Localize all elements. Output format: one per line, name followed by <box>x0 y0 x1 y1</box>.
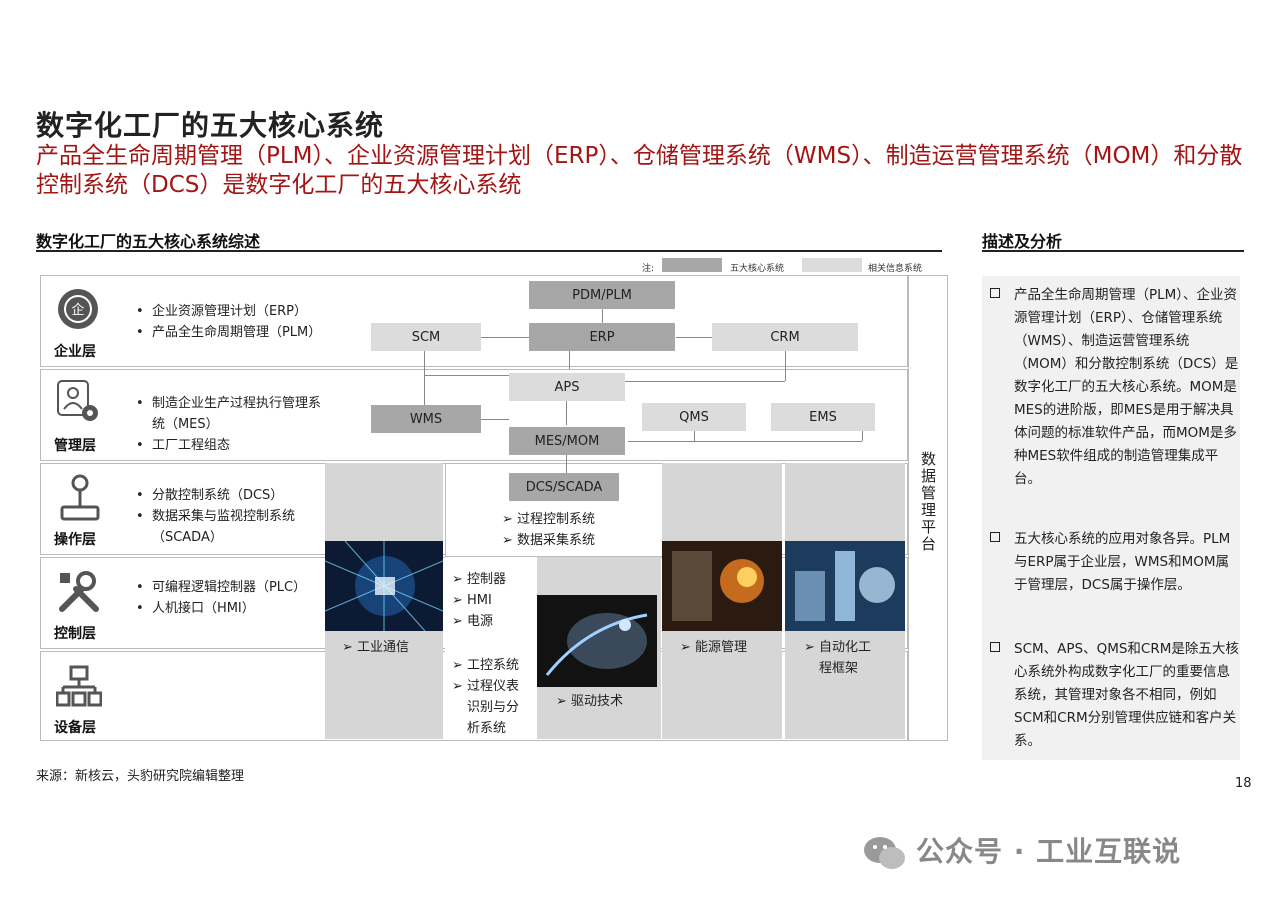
list-item: ➢ 过程控制系统 <box>502 512 596 527</box>
bullet-item: • 工厂工程组态 <box>136 438 230 453</box>
bullet-item: • 产品全生命周期管理（PLM） <box>136 325 322 340</box>
device-items: ➢ 工控系统 ➢ 过程仪表识别与分析系统 <box>452 655 538 739</box>
box-aps: APS <box>509 373 625 401</box>
box-erp: ERP <box>529 323 675 351</box>
wechat-icon <box>864 837 905 869</box>
connector-erp-aps <box>569 351 570 369</box>
legend-core-swatch <box>662 258 722 272</box>
energy-label: ➢ 能源管理 <box>680 640 748 655</box>
control-items: ➢ 控制器 ➢ HMI ➢ 电源 <box>452 569 538 632</box>
automation-photo <box>785 541 905 631</box>
layer-control-items: • 可编程逻辑控制器（PLC） • 人机接口（HMI） <box>136 577 326 619</box>
page-number: 18 <box>1235 776 1252 791</box>
industrial-comm-photo <box>325 541 443 631</box>
analysis-panel: 产品全生命周期管理（PLM）、企业资源管理计划（ERP）、仓储管理系统（WMS）… <box>982 276 1240 760</box>
drive-tech-label: ➢ 驱动技术 <box>556 694 624 709</box>
analysis-paragraph: 五大核心系统的应用对象各异。PLM与ERP属于企业层，WMS和MOM属于管理层，… <box>990 528 1236 593</box>
box-ems: EMS <box>771 403 875 431</box>
layer-management-items: • 制造企业生产过程执行管理系统（MES） • 工厂工程组态 <box>136 393 346 456</box>
legend-core-label: 五大核心系统 <box>730 264 785 274</box>
bullet-item: • 人机接口（HMI） <box>136 601 255 616</box>
bullet-item: • 分散控制系统（DCS） <box>136 488 284 503</box>
architecture-diagram: 注: 五大核心系统 相关信息系统 数据管理平台 <box>40 255 950 745</box>
legend-related-swatch <box>802 258 862 272</box>
connector-ems <box>862 429 863 441</box>
layer-name-device: 设备层 <box>54 720 96 736</box>
svg-text:企: 企 <box>71 302 84 318</box>
page-subtitle: 产品全生命周期管理（PLM）、企业资源管理计划（ERP）、仓储管理系统（WMS）… <box>36 143 1243 198</box>
tools-icon <box>59 571 99 612</box>
left-section-title: 数字化工厂的五大核心系统综述 <box>36 232 261 251</box>
analysis-paragraph: SCM、APS、QMS和CRM是除五大核心系统外构成数字化工厂的重要信息系统，其… <box>990 638 1239 749</box>
list-item: ➢ 过程仪表识别与分析系统 <box>452 679 520 736</box>
list-item: ➢ 工控系统 <box>452 658 520 673</box>
data-platform-bar <box>908 275 948 741</box>
right-section-rule <box>982 250 1244 252</box>
checkbox-square-icon <box>990 288 1000 298</box>
data-platform-label: 数据管理平台 <box>919 451 937 553</box>
connector-scm-erp <box>481 337 529 338</box>
industrial-comm-label: ➢ 工业通信 <box>342 640 410 655</box>
list-item: ➢ HMI <box>452 593 492 608</box>
list-item: ➢ 控制器 <box>452 572 507 587</box>
layer-name-control: 控制层 <box>54 626 96 642</box>
bullet-item: • 可编程逻辑控制器（PLC） <box>136 580 307 595</box>
connector-aps-mes <box>566 399 567 425</box>
box-scm: SCM <box>371 323 481 351</box>
connector-qms <box>694 429 695 441</box>
connector-erp-crm <box>676 337 712 338</box>
connector-crm-down <box>785 351 786 381</box>
layer-operation-items: • 分散控制系统（DCS） • 数据采集与监视控制系统（SCADA） <box>136 485 326 548</box>
network-icon <box>56 665 102 707</box>
box-qms: QMS <box>642 403 746 431</box>
connector-aps-crm <box>625 381 785 382</box>
checkbox-square-icon <box>990 532 1000 542</box>
list-item: ➢ 数据采集系统 <box>502 533 596 548</box>
page-title: 数字化工厂的五大核心系统 <box>36 109 385 142</box>
list-item: ➢ 电源 <box>452 614 494 629</box>
bullet-item: • 数据采集与监视控制系统（SCADA） <box>136 509 295 545</box>
source-note: 来源：新核云，头豹研究院编辑整理 <box>36 769 245 784</box>
box-wms: WMS <box>371 405 481 433</box>
layer-name-enterprise: 企业层 <box>54 344 96 360</box>
box-mes-mom: MES/MOM <box>509 427 625 455</box>
enterprise-icon: 企 <box>58 289 98 329</box>
legend-note: 注: <box>642 264 655 274</box>
layer-enterprise-items: • 企业资源管理计划（ERP） • 产品全生命周期管理（PLM） <box>136 301 336 343</box>
bullet-item: • 企业资源管理计划（ERP） <box>136 304 308 319</box>
connector-pdm-erp <box>602 309 603 325</box>
box-crm: CRM <box>712 323 858 351</box>
watermark-text: 公众号 · 工业互联说 <box>916 835 1182 868</box>
connector-scm-wms <box>424 351 425 405</box>
joystick-icon <box>60 474 100 521</box>
layer-enterprise <box>40 275 908 367</box>
dcs-items: ➢ 过程控制系统 ➢ 数据采集系统 <box>502 509 652 551</box>
drive-tech-photo <box>537 595 657 687</box>
right-section-title: 描述及分析 <box>982 232 1063 251</box>
checkbox-square-icon <box>990 642 1000 652</box>
analysis-paragraph: 产品全生命周期管理（PLM）、企业资源管理计划（ERP）、仓储管理系统（WMS）… <box>990 284 1238 487</box>
bullet-item: • 制造企业生产过程执行管理系统（MES） <box>136 396 321 432</box>
connector-mes-dcs <box>566 455 567 473</box>
connector-wms-mes <box>481 419 509 420</box>
connector-scm-aps <box>424 375 509 376</box>
legend-related-label: 相关信息系统 <box>868 264 923 274</box>
box-pdm-plm: PDM/PLM <box>529 281 675 309</box>
management-icon <box>57 380 98 421</box>
layer-name-operation: 操作层 <box>54 532 96 548</box>
box-dcs-scada: DCS/SCADA <box>509 473 619 501</box>
left-section-rule <box>36 250 942 252</box>
layer-name-management: 管理层 <box>54 438 96 454</box>
energy-photo <box>662 541 782 631</box>
automation-label: ➢ 自动化工程框架 <box>804 640 872 676</box>
column-control-items <box>445 557 537 739</box>
connector-mes-right <box>628 441 862 442</box>
